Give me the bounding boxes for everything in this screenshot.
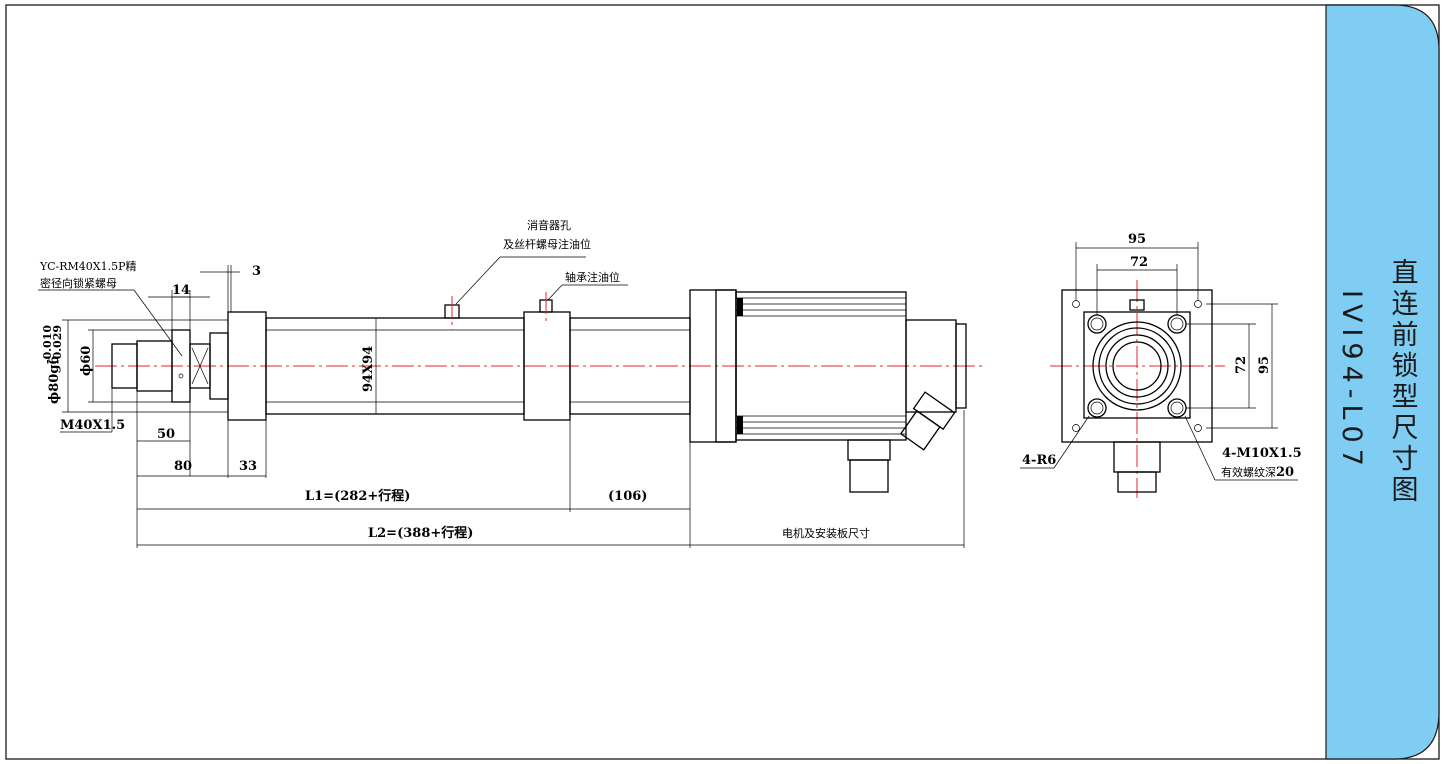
dim-L1: L1=(282+行程) [305, 488, 410, 504]
dim-3: 3 [252, 264, 261, 279]
dim-106: (106) [608, 489, 647, 504]
dim-body: 94X94 [361, 346, 376, 392]
sidebar-title-model: IVI94-L07 [1336, 290, 1367, 472]
dim-phi60: ϕ60 [79, 346, 94, 376]
dim-bore-tol-upper: -0.010 [41, 325, 54, 364]
dim-motor: 电机及安装板尺寸 [782, 526, 870, 540]
muffler-label-2: 及丝杆螺母注油位 [503, 237, 591, 251]
thread-depth-prefix: 有效螺纹深 [1221, 465, 1276, 479]
thread-label-2: 有效螺纹深20 [1221, 465, 1294, 480]
end-dim-95-top: 95 [1128, 232, 1146, 247]
end-dim-72-top: 72 [1130, 255, 1148, 270]
lock-nut-label-2: 密径向锁紧螺母 [40, 276, 117, 290]
dim-L2: L2=(388+行程) [368, 525, 473, 541]
end-dim-72-right: 72 [1234, 356, 1249, 374]
dim-lines [60, 265, 965, 548]
servo-motor [735, 291, 967, 493]
bearing-oil-label: 轴承注油位 [565, 270, 620, 284]
rod-end [111, 329, 229, 403]
dim-33: 33 [239, 459, 257, 474]
muffler-label-1: 消音器孔 [527, 218, 571, 232]
dim-thread: M40X1.5 [60, 418, 125, 433]
corner-radius-label: 4-R6 [1022, 453, 1056, 468]
thread-depth-value: 20 [1276, 465, 1294, 480]
sidebar-title-cn: 直连前锁型尺寸图 [1387, 258, 1419, 506]
dim-80: 80 [174, 459, 192, 474]
lock-nut-label-1: YC-RM40X1.5P精 [39, 260, 136, 273]
end-dim-95-right: 95 [1257, 356, 1272, 374]
thread-label-1: 4-M10X1.5 [1222, 446, 1302, 461]
sidebar-tab [1325, 4, 1440, 760]
sheet-border [5, 4, 1440, 760]
dim-14: 14 [172, 283, 190, 298]
leaders [38, 256, 628, 357]
dim-bore-tol-lower: -0.029 [51, 325, 64, 364]
end-view-dims [1020, 242, 1298, 481]
dim-bore: ϕ80g6 [47, 356, 62, 404]
dim-50: 50 [157, 427, 175, 442]
